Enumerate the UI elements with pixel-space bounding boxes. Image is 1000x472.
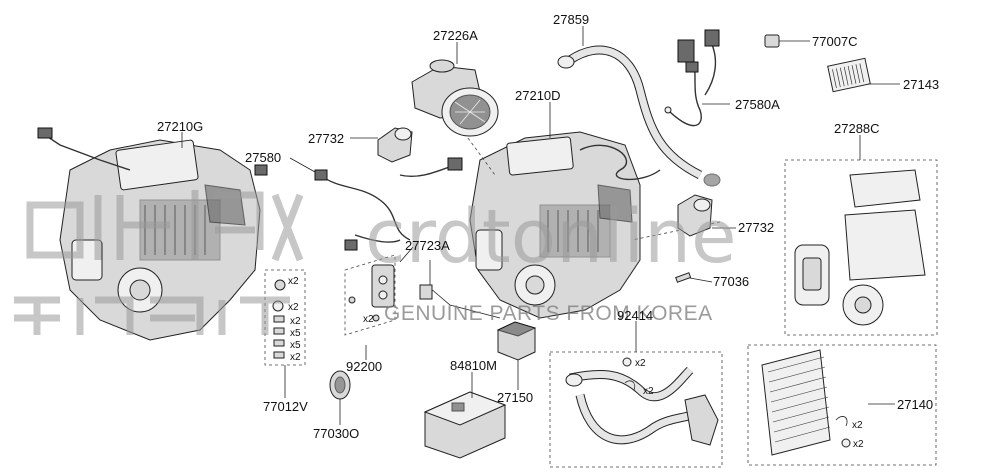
label-77030O[interactable]: 77030O bbox=[313, 426, 359, 441]
screw-77036[interactable] bbox=[675, 272, 713, 283]
qty-marker: x2 bbox=[635, 358, 646, 369]
label-77007C[interactable]: 77007C bbox=[812, 34, 858, 49]
watermark: crdtonline GENUINE PARTS FROM KOREA bbox=[14, 190, 737, 335]
label-27580A[interactable]: 27580A bbox=[735, 97, 780, 112]
qty-marker: x2 bbox=[290, 316, 301, 327]
heater-core-27140[interactable] bbox=[747, 344, 937, 466]
label-77012V[interactable]: 77012V bbox=[263, 399, 308, 414]
label-84810M[interactable]: 84810M bbox=[450, 358, 497, 373]
qty-marker: x5 bbox=[290, 328, 301, 339]
qty-marker: x2 bbox=[290, 352, 301, 363]
wiring-harness-27580[interactable] bbox=[254, 157, 463, 251]
blower-resistor-upper[interactable] bbox=[377, 127, 413, 163]
qty-marker: x2 bbox=[852, 420, 863, 431]
qty-marker: x2 bbox=[363, 314, 374, 325]
label-27859[interactable]: 27859 bbox=[553, 12, 589, 27]
label-77036[interactable]: 77036 bbox=[713, 274, 749, 289]
label-92414[interactable]: 92414 bbox=[617, 308, 653, 323]
qty-marker: x2 bbox=[643, 386, 654, 397]
qty-marker: x2 bbox=[288, 302, 299, 313]
grommet-77030O[interactable] bbox=[329, 370, 351, 425]
qty-marker: x2 bbox=[853, 439, 864, 450]
heater-pipe-kit-92414[interactable] bbox=[549, 351, 723, 468]
blower-resistor-lower[interactable] bbox=[677, 194, 713, 237]
air-filter-kit-27288C[interactable] bbox=[784, 159, 938, 336]
label-27226A[interactable]: 27226A bbox=[433, 28, 478, 43]
watermark-logo bbox=[14, 190, 304, 335]
label-27732-upper[interactable]: 27732 bbox=[308, 131, 344, 146]
label-92200[interactable]: 92200 bbox=[346, 359, 382, 374]
label-27580[interactable]: 27580 bbox=[245, 150, 281, 165]
label-27150[interactable]: 27150 bbox=[497, 390, 533, 405]
control-module-84810M[interactable] bbox=[423, 372, 507, 459]
qty-marker: x2 bbox=[288, 276, 299, 287]
leader-lines bbox=[181, 26, 861, 360]
heater-unit-assy-left[interactable] bbox=[37, 127, 261, 341]
quantity-markers: x2 x2 x2 x5 x5 x2 x2 x2 x2 x2 x2 bbox=[288, 276, 864, 450]
label-27143[interactable]: 27143 bbox=[903, 77, 939, 92]
watermark-brand: crdtonline bbox=[365, 194, 737, 280]
actuator-27150[interactable] bbox=[496, 321, 537, 390]
aspirator-hose[interactable] bbox=[557, 45, 721, 187]
ptc-heater-27143[interactable] bbox=[827, 57, 900, 93]
sensor-77007C[interactable] bbox=[764, 34, 810, 48]
expansion-valve-group[interactable] bbox=[344, 254, 501, 336]
label-27140[interactable]: 27140 bbox=[897, 397, 933, 412]
blower-motor[interactable] bbox=[411, 59, 499, 137]
label-27732-lower[interactable]: 27732 bbox=[738, 220, 774, 235]
watermark-tagline: GENUINE PARTS FROM KOREA bbox=[384, 302, 713, 325]
qty-marker: x5 bbox=[290, 340, 301, 351]
part-labels: 27210G 27226A 27859 77007C 27143 27580A … bbox=[157, 12, 939, 441]
blower-guide-line bbox=[467, 137, 496, 176]
heater-unit-center[interactable] bbox=[469, 131, 641, 319]
label-27210G[interactable]: 27210G bbox=[157, 119, 203, 134]
label-27723A[interactable]: 27723A bbox=[405, 238, 450, 253]
label-27210D[interactable]: 27210D bbox=[515, 88, 561, 103]
blower-wiring-27580A[interactable] bbox=[664, 29, 720, 127]
label-27288C[interactable]: 27288C bbox=[834, 121, 880, 136]
